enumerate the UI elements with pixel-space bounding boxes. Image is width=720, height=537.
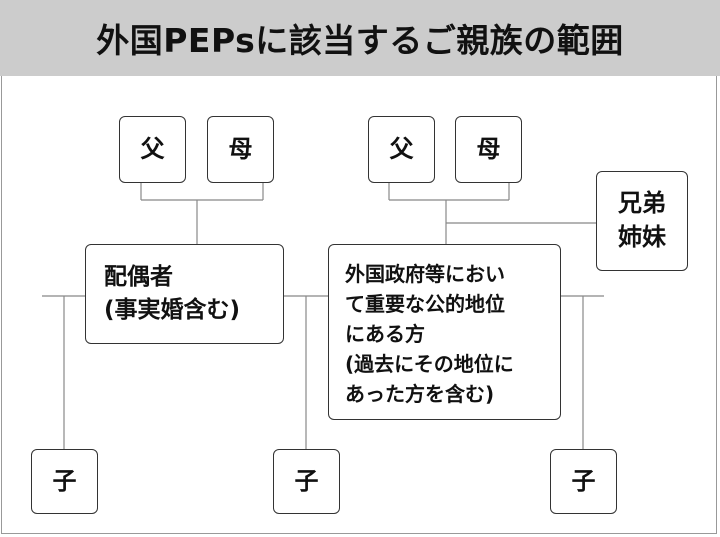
pep-box: 外国政府等におい て重要な公的地位 にある方 (過去にその地位に あった方を含む…: [328, 244, 561, 420]
siblings-box: 兄弟 姉妹: [596, 171, 688, 271]
father-right-label: 父: [389, 134, 414, 163]
title-bar: 外国PEPsに該当するご親族の範囲: [0, 0, 720, 76]
father-left-label: 父: [140, 134, 165, 163]
child-left-box: 子: [31, 449, 98, 514]
mother-left-label: 母: [228, 134, 253, 163]
child-middle-label: 子: [294, 466, 319, 495]
father-left-box: 父: [119, 116, 186, 183]
diagram-frame: [1, 76, 717, 534]
page-title: 外国PEPsに該当するご親族の範囲: [96, 21, 624, 60]
father-right-box: 父: [368, 116, 435, 183]
child-right-label: 子: [571, 466, 596, 495]
mother-left-box: 母: [207, 116, 274, 183]
spouse-label: 配偶者 (事実婚含む): [104, 263, 241, 323]
siblings-label: 兄弟 姉妹: [618, 189, 666, 251]
child-left-label: 子: [52, 466, 77, 495]
spouse-box: 配偶者 (事実婚含む): [85, 244, 284, 344]
mother-right-box: 母: [455, 116, 522, 183]
child-middle-box: 子: [273, 449, 340, 514]
pep-label: 外国政府等におい て重要な公的地位 にある方 (過去にその地位に あった方を含む…: [345, 262, 514, 406]
mother-right-label: 母: [476, 134, 501, 163]
child-right-box: 子: [550, 449, 617, 514]
